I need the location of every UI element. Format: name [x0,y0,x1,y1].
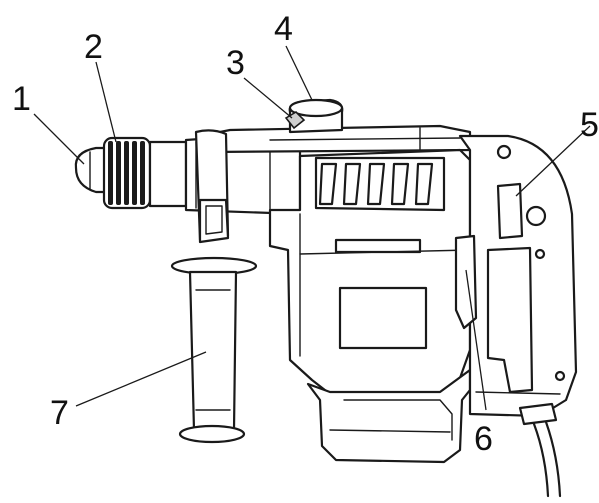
chuck-collar [102,136,152,210]
lower-body [306,368,472,464]
power-cable [518,402,562,498]
callout-7: 7 [50,394,69,432]
callout-3: 3 [226,44,245,82]
chuck-nose [74,146,112,194]
auxiliary-handle [170,256,258,444]
collar-ribs [108,141,145,205]
callouts: 1 2 3 4 5 6 7 [12,10,599,458]
side-handle-clamp [194,129,230,244]
vent-slots [318,162,434,206]
leader-lines [33,45,591,411]
callout-5: 5 [580,106,599,144]
rear-handle [454,134,578,418]
mode-selector-knob [284,98,344,134]
motor-housing [268,148,472,396]
callout-1: 1 [12,80,31,118]
callout-6: 6 [474,420,493,458]
callout-2: 2 [84,28,103,66]
callout-4: 4 [274,10,293,48]
